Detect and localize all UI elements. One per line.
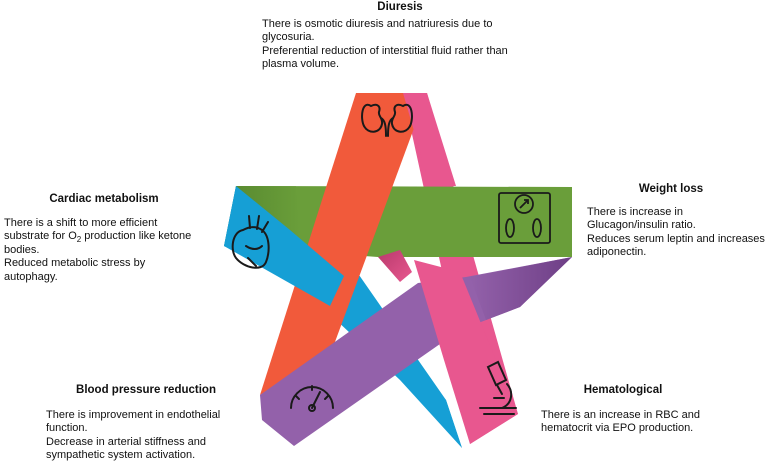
scale-icon: [498, 192, 551, 244]
diuresis-title: Diuresis: [377, 1, 423, 13]
orange-band: [260, 93, 427, 395]
cardiac-line: bodies.: [4, 243, 40, 256]
bp-line: Decrease in arterial stiffness and: [46, 435, 206, 448]
cardiac-line: autophagy.: [4, 270, 58, 283]
weight-line: Glucagon/insulin ratio.: [587, 219, 696, 231]
weight-line: There is increase in: [587, 205, 683, 218]
weight-title: Weight loss: [638, 183, 704, 195]
diuresis-line: Preferential reduction of interstitial f…: [262, 44, 508, 57]
hema-title: Hematological: [583, 384, 663, 396]
speedometer-icon: [290, 385, 334, 412]
cardiac-title: Cardiac metabolism: [49, 193, 159, 205]
bp-title: Blood pressure reduction: [76, 384, 216, 396]
cardiac-line2-post: production like ketone: [81, 230, 192, 242]
cardiac-metabolism-block: Cardiac metabolism There is a shift to m…: [4, 193, 234, 284]
pink-band-front: [414, 260, 518, 444]
hema-line: hematocrit via EPO production.: [541, 422, 694, 434]
diuresis-line: glycosuria.: [262, 31, 315, 43]
heart-icon: [231, 215, 270, 269]
diuresis-line: There is osmotic diuresis and natriuresi…: [262, 17, 493, 30]
hema-line: There is an increase in RBC and: [541, 408, 700, 421]
cardiac-line: There is a shift to more efficient: [4, 216, 158, 229]
weight-line: Reduces serum leptin and increases: [587, 232, 765, 245]
bp-line: There is improvement in endothelial: [46, 408, 221, 421]
bp-line: function.: [46, 422, 88, 434]
weight-line: adiponectin.: [587, 246, 647, 258]
blue-band-top: [224, 186, 344, 306]
bp-line: sympathetic system activation.: [46, 449, 196, 461]
pink-band-top: [403, 93, 456, 186]
blood-pressure-block: Blood pressure reduction There is improv…: [46, 384, 256, 463]
weight-loss-block: Weight loss There is increase in Glucago…: [587, 183, 769, 260]
pink-fold: [378, 250, 412, 282]
cardiac-line: Reduced metabolic stress by: [4, 257, 146, 269]
diuresis-line: plasma volume.: [262, 58, 340, 70]
hematological-block: Hematological There is an increase in RB…: [541, 384, 741, 436]
cardiac-line: substrate for O2 production like ketone: [4, 230, 234, 244]
oxygen-subscript: 2: [76, 235, 82, 245]
green-fold: [236, 186, 300, 238]
cardiac-line2-pre: substrate for O: [4, 230, 77, 242]
purple-fold: [470, 257, 572, 320]
kidneys-icon: [361, 103, 413, 137]
diuresis-block: Diuresis There is osmotic diuresis and n…: [262, 1, 552, 72]
microscope-icon: [479, 360, 517, 415]
